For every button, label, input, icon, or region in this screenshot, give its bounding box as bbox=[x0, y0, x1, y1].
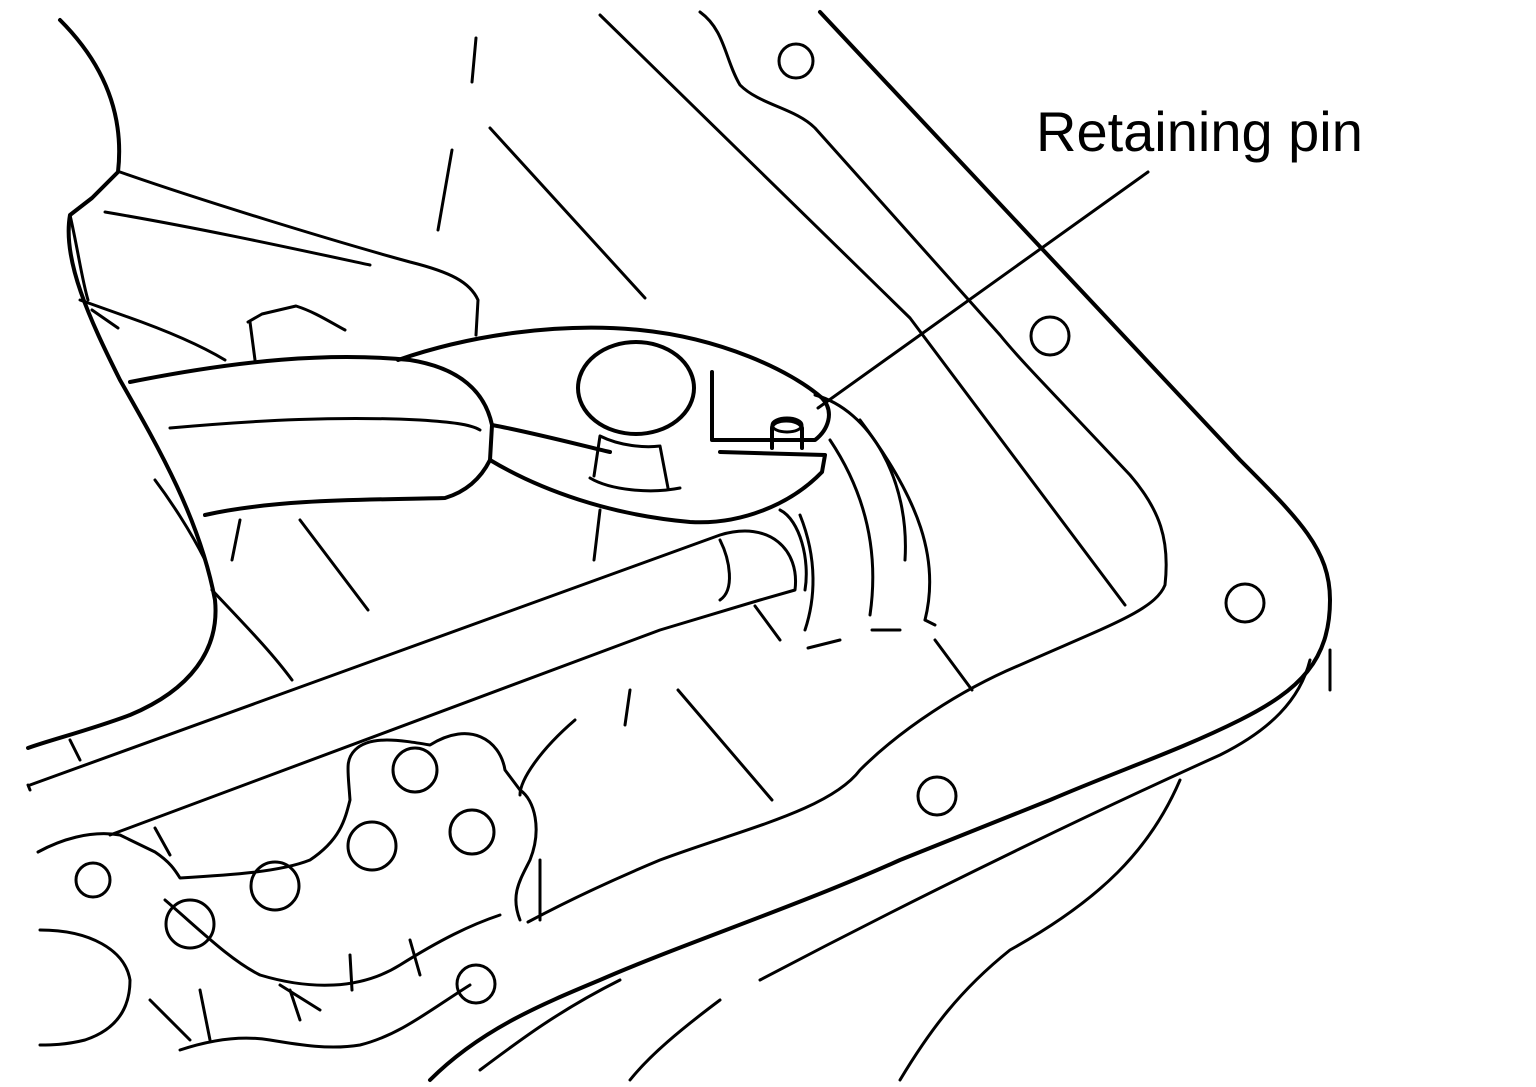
strainer-hole bbox=[391, 746, 439, 794]
bolt-hole bbox=[1029, 315, 1071, 357]
strainer-drawing bbox=[36, 732, 538, 1052]
retaining-pin-label: Retaining pin bbox=[1036, 100, 1363, 163]
bolt-hole bbox=[455, 963, 497, 1005]
strainer-hole bbox=[249, 860, 301, 912]
strainer-hole bbox=[448, 808, 496, 856]
strainer-hole bbox=[164, 898, 216, 950]
pliers-drawing bbox=[128, 325, 831, 525]
bolt-hole bbox=[1224, 582, 1266, 624]
bolt-holes bbox=[74, 42, 1266, 1005]
strainer-hole bbox=[346, 820, 398, 872]
bolt-hole bbox=[74, 861, 112, 899]
bolt-hole bbox=[916, 775, 958, 817]
bolt-hole bbox=[777, 42, 815, 80]
hand-drawing bbox=[26, 18, 480, 750]
callout-leader-line bbox=[816, 170, 1150, 410]
oil-pan-drawing bbox=[26, 10, 1332, 1082]
